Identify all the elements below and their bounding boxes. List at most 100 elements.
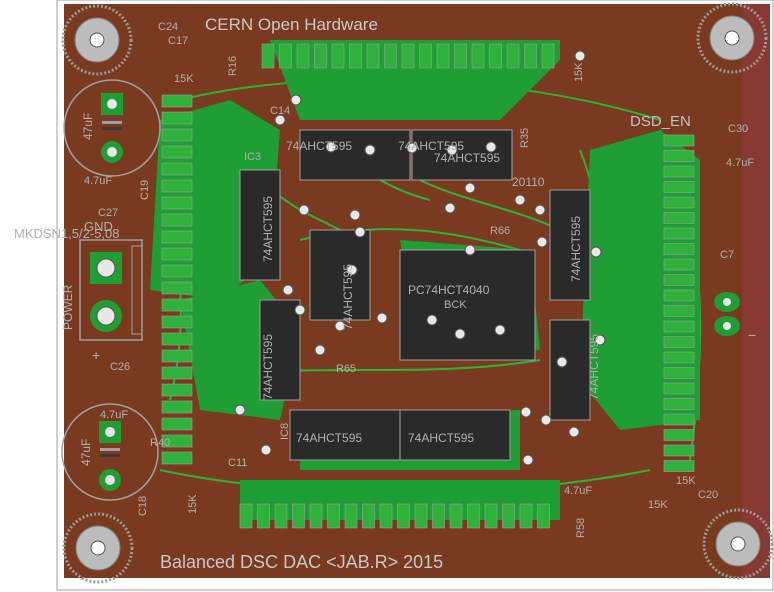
smd-pad <box>161 162 193 176</box>
smd-pad <box>454 43 467 69</box>
smd-pad <box>257 503 270 529</box>
label-minus-right: − <box>748 327 756 343</box>
smd-pad <box>663 351 695 364</box>
via <box>520 406 532 418</box>
smd-pad <box>663 382 695 395</box>
via <box>406 142 418 154</box>
label-r15k-d: 15K <box>676 475 696 487</box>
silkscreen: CERN Open Hardware Balanced DSC DAC <JAB… <box>14 15 756 572</box>
label-r35: R35 <box>519 128 531 148</box>
smd-pad <box>161 315 193 329</box>
smd-pad <box>484 503 498 529</box>
smd-pad <box>161 264 193 278</box>
smd-pad <box>663 398 695 410</box>
label-r16: R16 <box>227 56 239 76</box>
via <box>574 50 586 62</box>
smd-pad <box>419 43 432 69</box>
vias <box>234 50 606 466</box>
smd-pad <box>432 503 445 529</box>
smd-pad <box>663 196 695 209</box>
label-chip-e: 74AHCT595 <box>569 216 583 282</box>
label-cap-f: 4.7uF <box>726 157 754 169</box>
label-chip-g: 74AHCT595 <box>261 334 275 400</box>
smd-pad <box>379 503 393 529</box>
label-c26: C26 <box>110 361 130 373</box>
via <box>354 226 366 238</box>
via <box>325 141 337 153</box>
smd-pad <box>161 94 193 108</box>
label-gnd: GND <box>84 219 113 234</box>
smd-pad <box>161 349 193 363</box>
label-cap-a: 47uF <box>81 113 95 140</box>
chip-footprints <box>239 129 591 461</box>
board-title-bottom: Balanced DSC DAC <JAB.R> 2015 <box>160 552 443 572</box>
smd-pad <box>161 298 193 312</box>
via <box>590 246 602 258</box>
smd-pad <box>449 503 463 529</box>
capacitor-top-left <box>63 79 161 177</box>
mounting-hole-top-left <box>61 4 133 76</box>
label-bck: BCK <box>444 299 467 311</box>
smd-pad <box>663 367 695 379</box>
via <box>540 414 552 426</box>
label-c27: C27 <box>98 207 118 219</box>
label-chip-f: 74AHCT595 <box>587 334 601 400</box>
label-c24: C24 <box>158 21 178 33</box>
label-r65: R65 <box>336 363 356 375</box>
via <box>260 444 272 456</box>
smd-pad <box>436 43 450 69</box>
smd-pad <box>161 111 193 125</box>
smd-pad <box>309 503 323 529</box>
label-c30: C30 <box>728 123 748 135</box>
smd-pad <box>362 503 375 529</box>
smd-pad <box>663 429 695 441</box>
power-connector <box>79 239 143 341</box>
smd-pad <box>489 43 502 69</box>
smd-pad <box>663 227 695 240</box>
smd-pad <box>663 165 695 178</box>
label-r58: R58 <box>575 518 587 538</box>
smd-pad <box>663 212 695 224</box>
smd-pad <box>471 43 485 69</box>
smd-pad <box>663 134 695 147</box>
label-c17: C17 <box>168 35 188 47</box>
label-ic3: IC3 <box>244 151 261 163</box>
smd-pad <box>663 258 695 271</box>
label-cap-d: 4.7uF <box>100 409 128 421</box>
smd-pad <box>161 332 193 346</box>
via <box>426 314 438 326</box>
smd-pad <box>161 434 193 448</box>
smd-pad <box>274 503 288 529</box>
label-c14: C14 <box>270 105 290 117</box>
via <box>534 204 546 216</box>
label-cap-e: 4.7uF <box>564 485 592 497</box>
smd-pad <box>161 400 193 414</box>
smd-pad <box>366 43 380 69</box>
label-c18: C18 <box>137 496 149 516</box>
label-mkdsn: MKDSN1,5/2-5,08 <box>14 226 120 241</box>
capacitor-bottom-left <box>61 403 159 501</box>
smd-pad <box>663 305 695 317</box>
via <box>294 304 306 316</box>
label-plus-left: + <box>92 347 100 363</box>
smd-pad <box>397 503 410 529</box>
label-chip-j: 74AHCT595 <box>434 151 500 165</box>
smd-pad <box>663 181 695 193</box>
label-power: POWER <box>61 284 75 330</box>
label-c20: C20 <box>698 489 718 501</box>
smd-pad <box>344 503 358 529</box>
via <box>514 194 526 206</box>
via <box>274 114 286 126</box>
smd-pad <box>541 43 555 69</box>
label-dsd-en: DSD_EN <box>630 113 691 130</box>
label-cap-b: 47uF <box>79 439 93 466</box>
label-20110: 20110 <box>512 175 545 189</box>
via <box>464 182 476 194</box>
smd-pad <box>524 43 537 69</box>
via <box>556 356 568 368</box>
smd-pad <box>663 289 695 302</box>
smd-pad <box>331 43 345 69</box>
board-title-top: CERN Open Hardware <box>205 15 378 34</box>
via <box>446 144 458 156</box>
label-r40: R40 <box>150 437 170 449</box>
